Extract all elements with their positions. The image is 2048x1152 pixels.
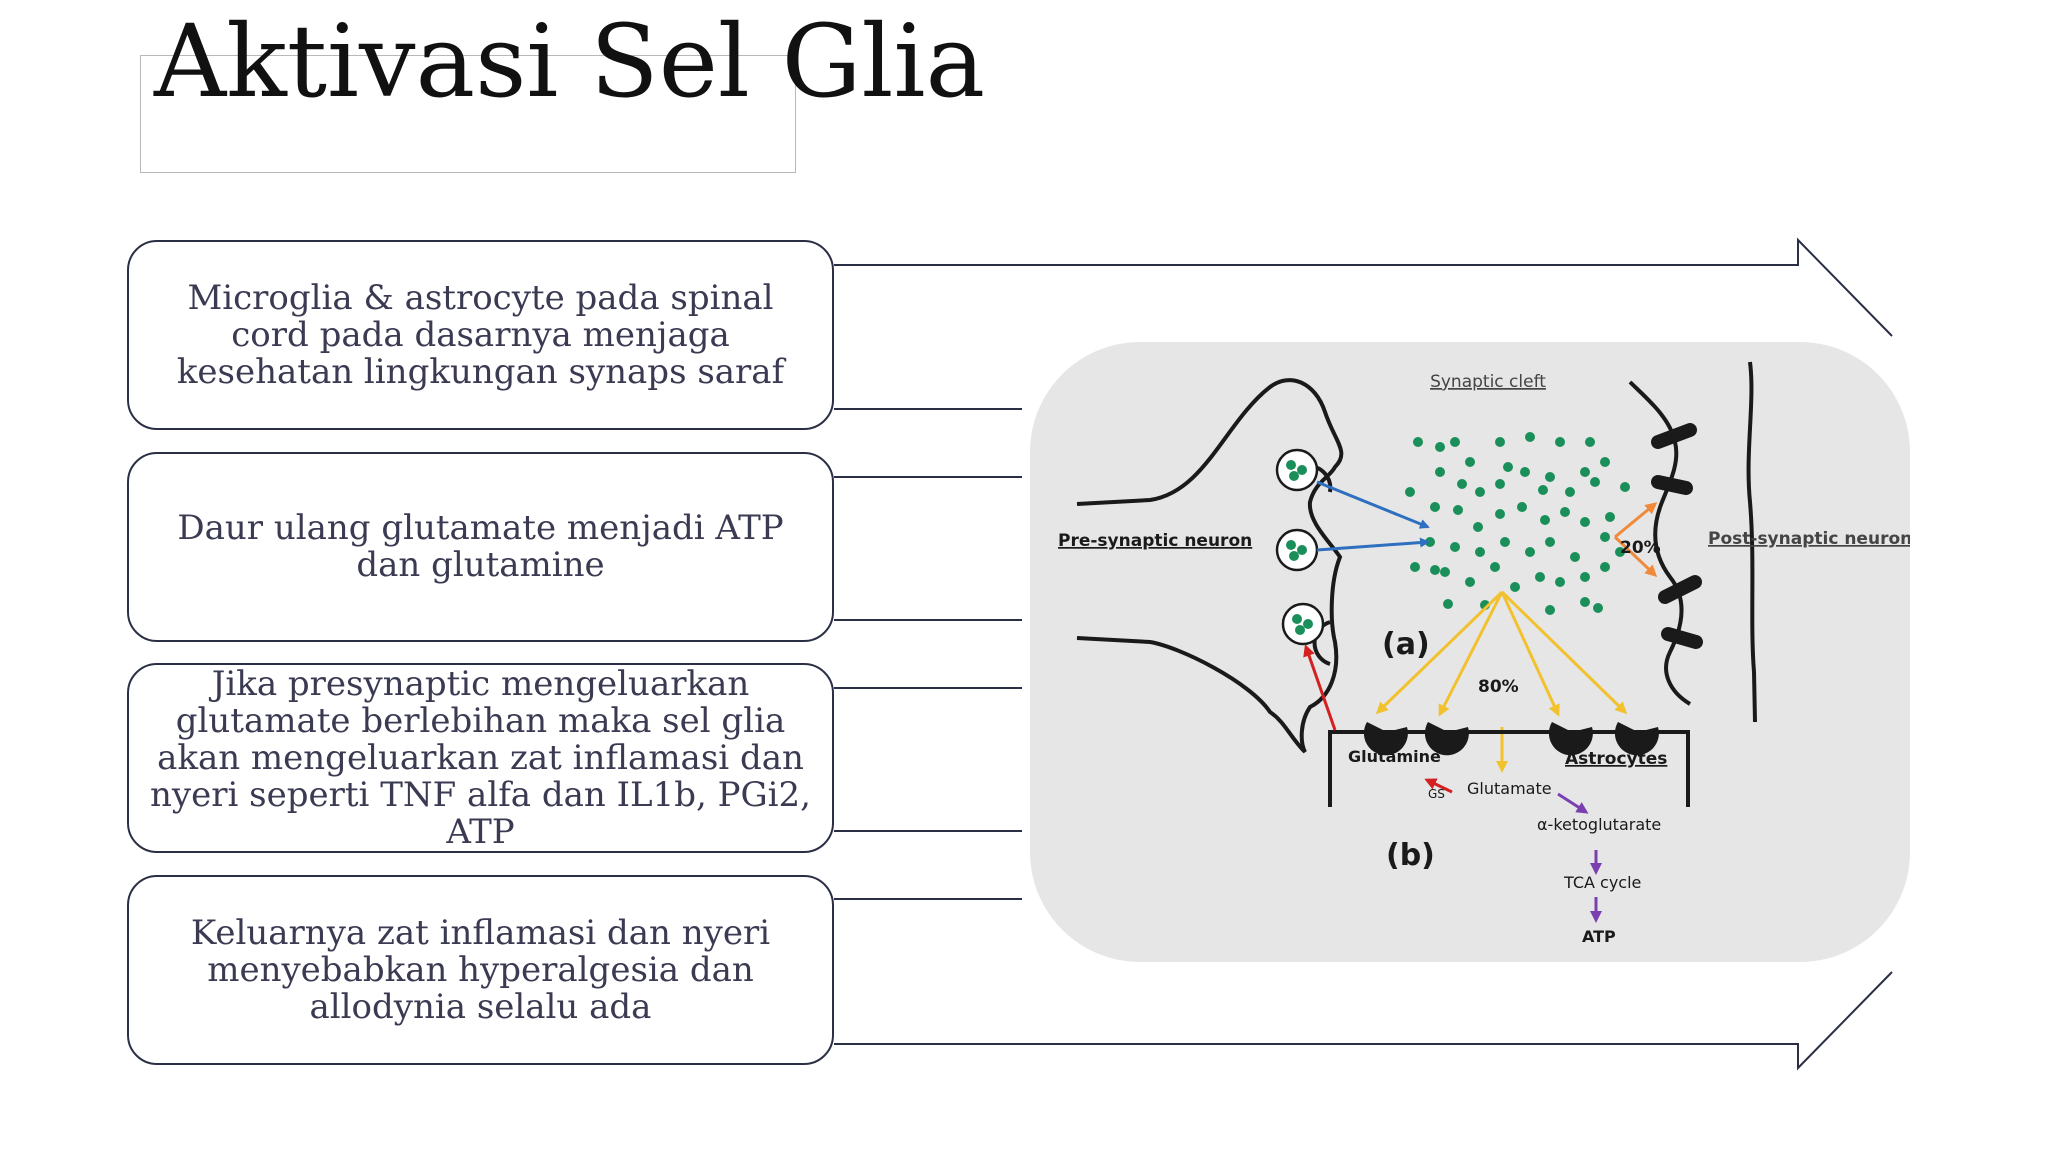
synapse-figure: Synaptic cleft Pre-synaptic neuron Post-… bbox=[1030, 342, 1910, 962]
step-box-1: Microglia & astrocyte pada spinal cord p… bbox=[127, 240, 834, 430]
post-synaptic-label: Post-synaptic neuron bbox=[1708, 529, 1910, 549]
pre-synaptic-label: Pre-synaptic neuron bbox=[1058, 531, 1252, 551]
alpha-ketoglutarate-label: α-ketoglutarate bbox=[1537, 815, 1661, 834]
arrow-bottom-line bbox=[834, 971, 1893, 1071]
label-a: (a) bbox=[1382, 627, 1430, 662]
astrocyte-membrane bbox=[1328, 730, 1690, 807]
atp-label: ATP bbox=[1582, 927, 1616, 946]
glutamate-dots bbox=[1405, 432, 1630, 615]
step-text-1: Microglia & astrocyte pada spinal cord p… bbox=[176, 277, 785, 392]
synaptic-cleft-label: Synaptic cleft bbox=[1430, 372, 1546, 392]
glutamine-label: Glutamine bbox=[1348, 747, 1441, 766]
step-box-2: Daur ulang glutamate menjadi ATP dan glu… bbox=[127, 452, 834, 642]
receptor-bars bbox=[1651, 423, 1703, 649]
arrow-top-line bbox=[834, 237, 1893, 337]
step-text-4: Keluarnya zat inflamasi dan nyeri menyeb… bbox=[190, 912, 771, 1027]
label-b: (b) bbox=[1386, 838, 1435, 873]
tca-cycle-label: TCA cycle bbox=[1563, 873, 1641, 892]
astrocyte-transporters bbox=[1363, 722, 1659, 756]
step-text-2: Daur ulang glutamate menjadi ATP dan glu… bbox=[177, 508, 784, 585]
pre-synaptic-neuron-shape bbox=[1076, 378, 1344, 754]
step-box-3: Jika presynaptic mengeluarkan glutamate … bbox=[127, 663, 834, 853]
slide-title: Aktivasi Sel Glia bbox=[154, 3, 986, 120]
step-box-4: Keluarnya zat inflamasi dan nyeri menyeb… bbox=[127, 875, 834, 1065]
glutamate-label: Glutamate bbox=[1467, 779, 1552, 798]
title-placeholder-frame bbox=[140, 55, 796, 173]
astrocytes-label: Astrocytes bbox=[1565, 749, 1667, 769]
step-text-3: Jika presynaptic mengeluarkan glutamate … bbox=[150, 663, 811, 852]
percent-20-label: 20% bbox=[1620, 538, 1661, 558]
percent-80-label: 80% bbox=[1478, 677, 1519, 697]
gs-label: GS bbox=[1428, 787, 1445, 801]
